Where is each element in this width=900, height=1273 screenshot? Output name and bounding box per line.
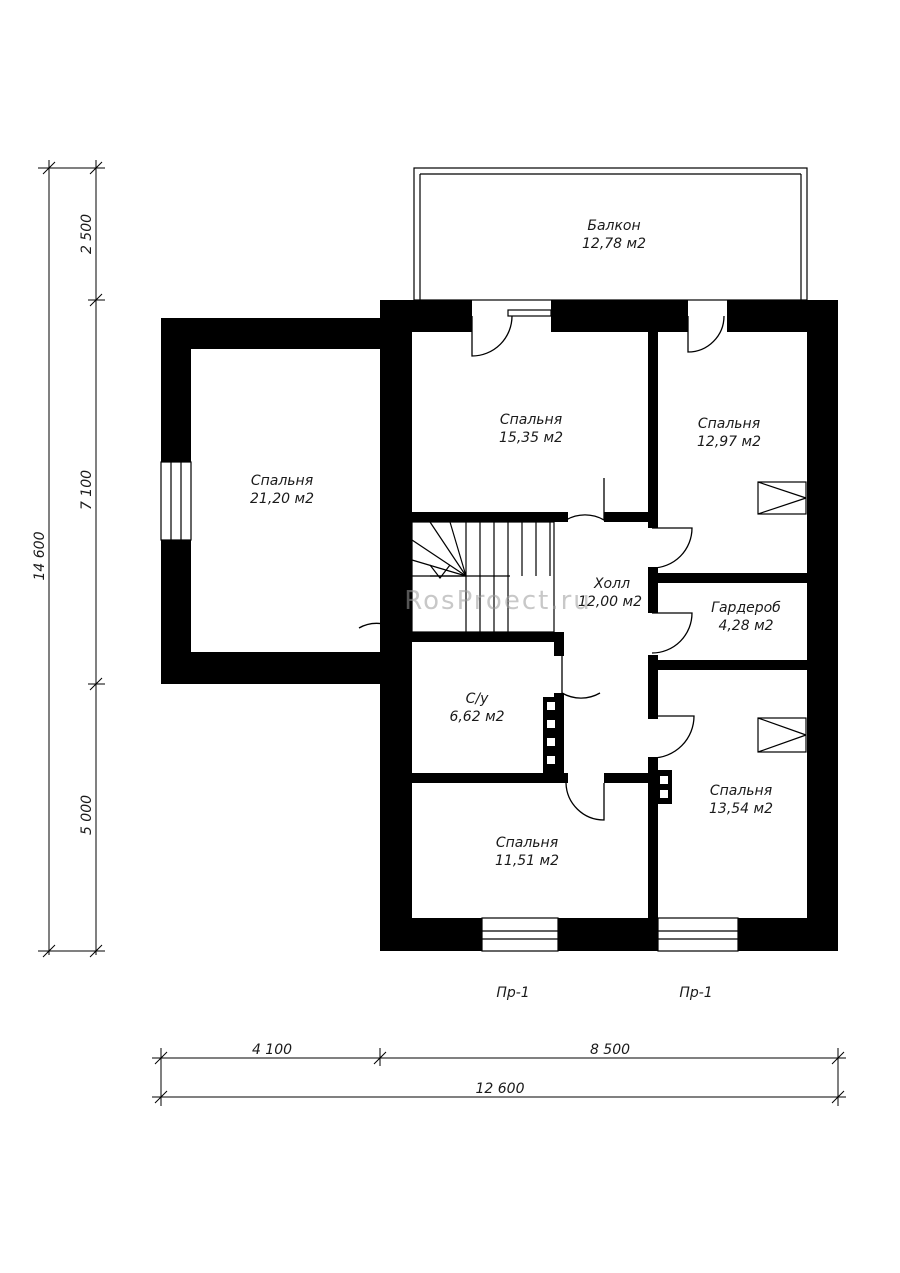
room-name-bathroom: С/у <box>466 691 489 707</box>
room-name-balcony: Балкон <box>587 218 640 234</box>
walls <box>161 300 838 951</box>
section-mark-1: Пр-1 <box>496 985 529 1001</box>
section-mark-2: Пр-1 <box>679 985 712 1001</box>
watermark: RosProect.ru <box>404 586 592 616</box>
room-area-wardrobe: 4,28 м2 <box>718 618 773 634</box>
room-name-bedroom-left: Спальня <box>251 473 313 489</box>
room-name-bedroom-top: Спальня <box>500 412 562 428</box>
room-name-bedroom-bottom: Спальня <box>496 835 558 851</box>
windows <box>160 309 739 952</box>
room-area-bathroom: 6,62 м2 <box>449 709 504 725</box>
dim-vertical-total: 14 600 <box>32 531 48 580</box>
vertical-dimensions: 14 600 2 500 7 100 5 000 <box>32 160 105 958</box>
section-marks: Пр-1 Пр-1 <box>496 985 712 1001</box>
staircase <box>411 521 555 633</box>
room-area-bedroom-top: 15,35 м2 <box>499 430 563 446</box>
balcony <box>413 167 808 301</box>
vent-shafts <box>547 702 668 798</box>
closet-marks <box>757 481 807 753</box>
dim-horizontal-1: 4 100 <box>252 1042 292 1058</box>
dim-horizontal-total: 12 600 <box>476 1081 525 1097</box>
room-area-bedroom-top-right: 12,97 м2 <box>697 434 761 450</box>
room-name-bedroom-top-right: Спальня <box>698 416 760 432</box>
room-labels: Балкон 12,78 м2 Спальня 21,20 м2 Спальня… <box>250 218 781 869</box>
room-area-bedroom-bottom: 11,51 м2 <box>495 853 559 869</box>
dim-horizontal-2: 8 500 <box>590 1042 630 1058</box>
dim-vertical-1: 2 500 <box>79 214 95 254</box>
room-area-hall: 12,00 м2 <box>578 594 642 610</box>
dim-vertical-3: 5 000 <box>79 795 95 835</box>
doors <box>358 315 725 821</box>
horizontal-dimensions: 4 100 8 500 12 600 <box>152 1042 846 1106</box>
room-area-balcony: 12,78 м2 <box>582 236 646 252</box>
room-name-hall: Холл <box>593 576 630 592</box>
room-name-bedroom-bottom-right: Спальня <box>710 783 772 799</box>
room-area-bedroom-bottom-right: 13,54 м2 <box>709 801 773 817</box>
dim-vertical-2: 7 100 <box>79 470 95 510</box>
room-area-bedroom-left: 21,20 м2 <box>250 491 314 507</box>
room-name-wardrobe: Гардероб <box>711 600 781 616</box>
